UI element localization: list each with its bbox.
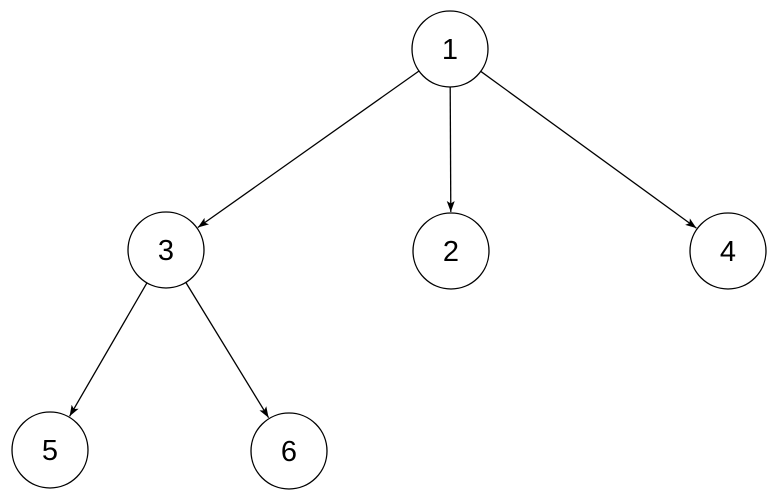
tree-node-6: 6 xyxy=(250,412,328,490)
tree-node-circle-5 xyxy=(11,411,89,489)
tree-node-circle-3 xyxy=(127,211,205,289)
tree-node-1: 1 xyxy=(411,10,489,88)
tree-node-label-2: 2 xyxy=(443,236,459,268)
tree-edge-3-5 xyxy=(69,282,148,417)
tree-node-3: 3 xyxy=(127,211,205,289)
tree-edge-3-6 xyxy=(185,282,270,419)
tree-edge-1-4 xyxy=(480,70,697,229)
tree-node-label-6: 6 xyxy=(281,436,297,468)
tree-edge-1-3 xyxy=(197,70,420,229)
tree-node-label-5: 5 xyxy=(42,435,58,467)
tree-node-circle-2 xyxy=(412,212,490,290)
tree-node-circle-1 xyxy=(411,10,489,88)
tree-node-label-3: 3 xyxy=(158,235,174,267)
tree-node-circle-4 xyxy=(689,212,767,290)
tree-node-label-4: 4 xyxy=(720,236,736,268)
tree-edge-1-2 xyxy=(446,86,455,213)
tree-node-label-1: 1 xyxy=(442,34,458,66)
tree-node-circle-6 xyxy=(250,412,328,490)
tree-node-2: 2 xyxy=(412,212,490,290)
tree-node-5: 5 xyxy=(11,411,89,489)
tree-node-4: 4 xyxy=(689,212,767,290)
